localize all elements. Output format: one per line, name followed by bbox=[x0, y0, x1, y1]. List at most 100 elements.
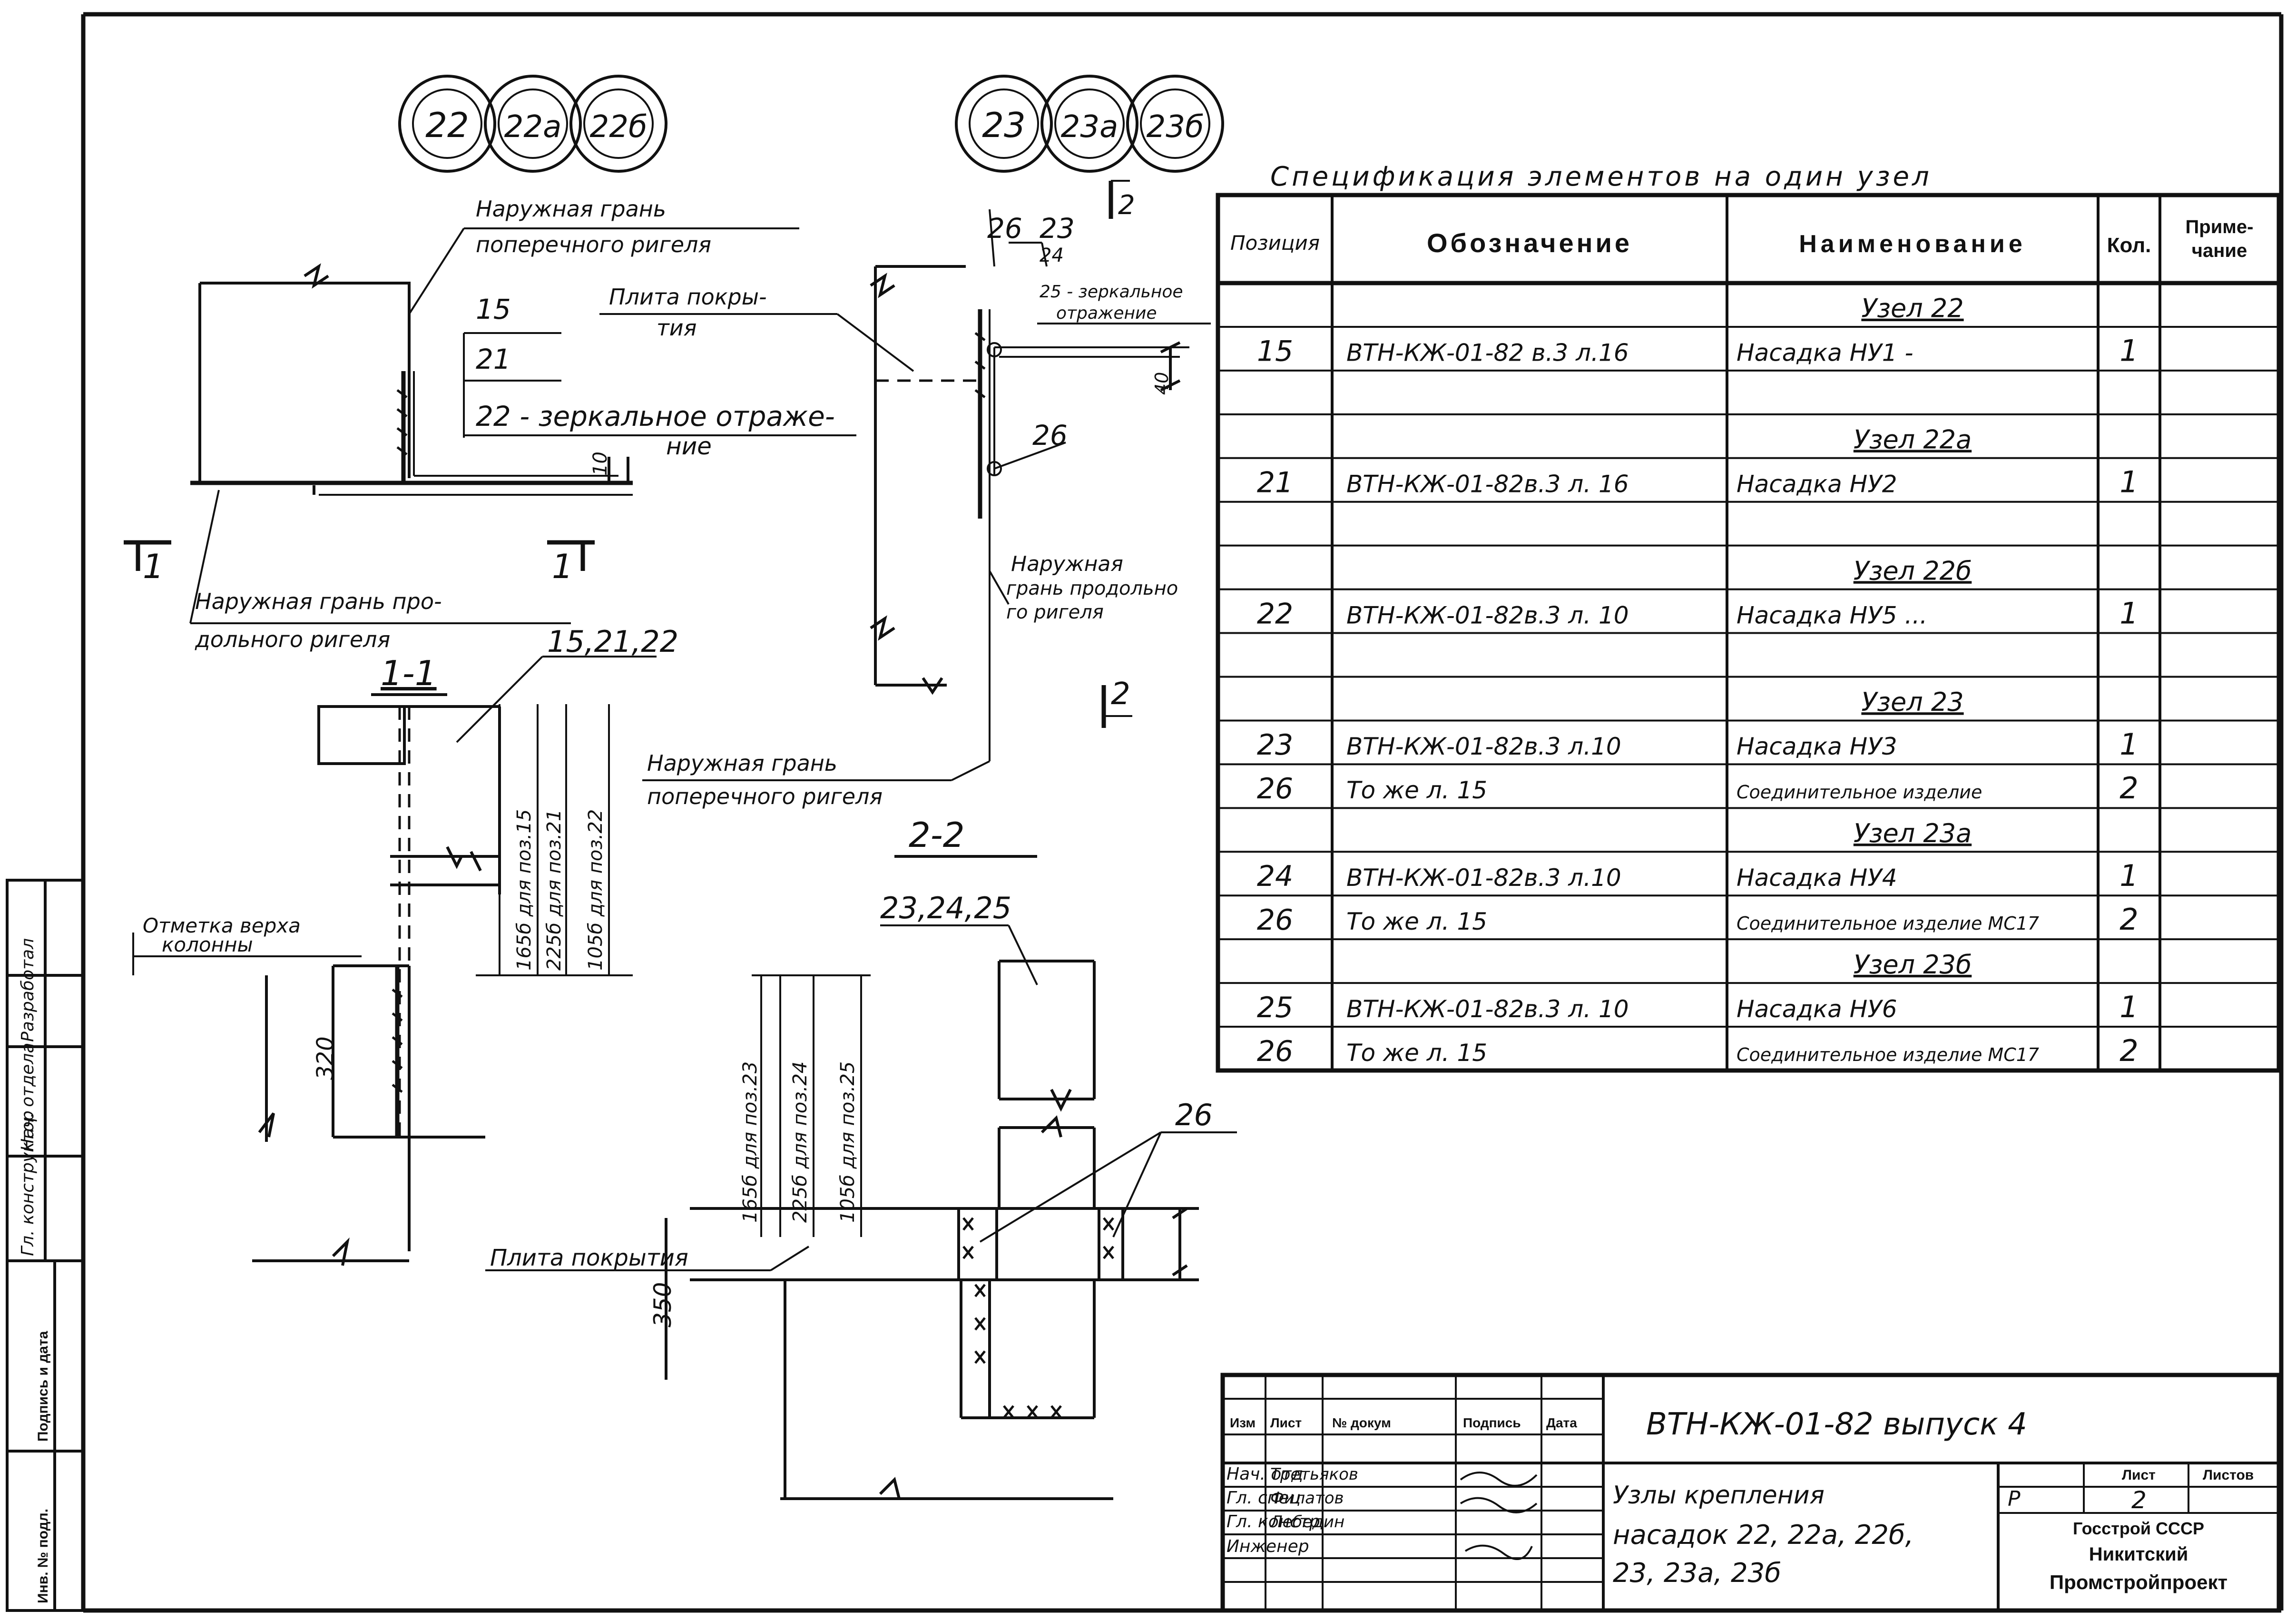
title-role: Гл. констр bbox=[1226, 1512, 1320, 1532]
callout-label: тия bbox=[657, 315, 697, 341]
dim-label: 105б для поз.22 bbox=[585, 809, 607, 971]
table-header: Позиция bbox=[1230, 231, 1320, 255]
dim-label: 105б для поз.25 bbox=[837, 1061, 859, 1223]
side-stamp: Гл. конструктор Нач. отдела Разработал П… bbox=[6, 879, 85, 1612]
table-node-heading: Узел 22б bbox=[1854, 556, 1972, 586]
section-title: 2-2 bbox=[909, 815, 965, 855]
table-header: Приме- bbox=[2186, 216, 2254, 237]
side-stamp-cell: Гл. конструктор bbox=[18, 1110, 38, 1256]
table-cell-qty: 1 bbox=[2119, 464, 2138, 499]
table-cell-position: 26 bbox=[1257, 1035, 1293, 1068]
callout-25: 25 - зеркальное bbox=[1040, 282, 1183, 302]
title-signer: Лебедин bbox=[1269, 1512, 1344, 1532]
section-mark: 1 bbox=[143, 547, 164, 586]
callout-label: Отметка верха bbox=[143, 914, 301, 937]
table-header: чание bbox=[2192, 240, 2247, 261]
section-1-1: 1-1 15,21,22 320 165б для поз.15 225б дл… bbox=[132, 624, 678, 1266]
sheet-label: Лист bbox=[2122, 1467, 2156, 1483]
title-signer: Филатов bbox=[1270, 1489, 1344, 1508]
table-cell-position: 23 bbox=[1257, 728, 1293, 762]
title-header-cell: Дата bbox=[1546, 1415, 1577, 1430]
table-node-heading: Узел 23а bbox=[1854, 818, 1972, 848]
callout-22: 22 - зеркальное отраже- bbox=[476, 400, 835, 432]
table-node-heading: Узел 23 bbox=[1861, 687, 1963, 717]
spec-table: Спецификация элементов на один узел Пози… bbox=[1216, 161, 2281, 1073]
section-title: 1-1 bbox=[381, 653, 437, 693]
table-cell-qty: 1 bbox=[2119, 990, 2138, 1024]
table-cell-designation: ВТН-КЖ-01-82в.3 л.10 bbox=[1346, 864, 1621, 892]
table-cell-position: 26 bbox=[1257, 903, 1293, 937]
callout-label: грань продольно bbox=[1006, 578, 1178, 599]
dim-label: 320 bbox=[312, 1036, 339, 1080]
title-role: Гл. спец bbox=[1226, 1488, 1301, 1508]
callout-label: Плита покры- bbox=[609, 284, 767, 310]
table-cell-qty: 1 bbox=[2119, 727, 2138, 762]
table-node-heading: Узел 23б bbox=[1854, 950, 1972, 980]
right-plan-detail: 40 26 23 24 25 - зеркальное отражение Пл… bbox=[599, 180, 1211, 809]
callout-22-cont: ние bbox=[666, 432, 712, 460]
table-header: Наименование bbox=[1799, 230, 2026, 258]
table-cell-qty: 2 bbox=[2119, 771, 2138, 805]
title-description: Узлы крепления bbox=[1613, 1481, 1825, 1510]
section-mark: 2 bbox=[1111, 677, 1130, 712]
callout-label: колонны bbox=[162, 933, 253, 956]
callout-26: 26 bbox=[1175, 1098, 1213, 1132]
section-callout: 23,24,25 bbox=[880, 891, 1011, 925]
org-line: Госстрой СССР bbox=[2073, 1519, 2204, 1538]
title-role: Инженер bbox=[1226, 1537, 1309, 1556]
section-callout: 15,21,22 bbox=[547, 624, 678, 659]
dim-label: 40 bbox=[1151, 372, 1172, 395]
table-cell-qty: 1 bbox=[2119, 334, 2138, 368]
dim-label: 350 bbox=[649, 1282, 677, 1327]
dim-label: 225б для поз.24 bbox=[789, 1061, 811, 1223]
table-cell-name: Насадка НУ2 bbox=[1737, 470, 1897, 498]
table-cell-position: 22 bbox=[1257, 597, 1293, 630]
dim-label: 225б для поз.21 bbox=[543, 809, 565, 971]
callout-label: Плита покрытия bbox=[490, 1245, 688, 1271]
node-badge: 22б bbox=[590, 109, 648, 145]
table-cell-name: Насадка НУ3 bbox=[1737, 733, 1897, 760]
title-role: Нач. отд bbox=[1226, 1464, 1303, 1484]
dim-label: 165б для поз.23 bbox=[739, 1061, 761, 1223]
callout-label: Наружная грань bbox=[647, 750, 837, 776]
table-cell-qty: 2 bbox=[2119, 1033, 2138, 1068]
table-cell-designation: ВТН-КЖ-01-82 в.3 л.16 bbox=[1346, 339, 1629, 367]
node-badge: 22 bbox=[425, 105, 469, 145]
table-cell-designation: ВТН-КЖ-01-82в.3 л. 10 bbox=[1346, 601, 1629, 629]
section-2-2: 2-2 23,24,25 350 bbox=[485, 815, 1237, 1500]
table-title: Спецификация элементов на один узел bbox=[1270, 161, 1932, 192]
callout-15: 15 bbox=[476, 293, 511, 325]
left-plan-detail: 10 Наружная грань поперечного ригеля 15 … bbox=[124, 196, 856, 652]
table-node-heading: Узел 22а bbox=[1854, 425, 1972, 455]
node-badge: 22а bbox=[504, 109, 562, 145]
callout-26-mid: 26 bbox=[1032, 419, 1068, 452]
table-cell-qty: 1 bbox=[2119, 858, 2138, 893]
table-cell-qty: 2 bbox=[2119, 902, 2138, 937]
title-header-cell: Изм bbox=[1230, 1415, 1256, 1430]
callout-label: Наружная грань bbox=[476, 196, 666, 222]
side-stamp-cell: Нач. отдела bbox=[18, 1043, 38, 1151]
doc-code: ВТН-КЖ-01-82 выпуск 4 bbox=[1646, 1407, 2027, 1442]
callout-label: Наружная bbox=[1011, 552, 1123, 576]
table-cell-name: Насадка НУ5 ... bbox=[1737, 601, 1927, 629]
section-mark: 2 bbox=[1118, 190, 1135, 221]
callout-24: 24 bbox=[1040, 245, 1064, 266]
table-cell-position: 15 bbox=[1257, 335, 1293, 368]
callout-label: поперечного ригеля bbox=[647, 784, 883, 809]
table-cell-position: 24 bbox=[1257, 860, 1293, 893]
table-cell-name: Насадка НУ1 - bbox=[1737, 339, 1913, 367]
table-cell-designation: То же л. 15 bbox=[1346, 776, 1487, 804]
dim-label: 10 bbox=[589, 452, 611, 476]
callout-label: дольного ригеля bbox=[195, 627, 390, 652]
node-badge: 23а bbox=[1061, 109, 1119, 145]
table-header: Кол. bbox=[2107, 234, 2151, 257]
table-node-heading: Узел 22 bbox=[1861, 294, 1963, 324]
callout-23: 23 bbox=[1040, 212, 1075, 245]
table-cell-designation: ВТН-КЖ-01-82в.3 л. 16 bbox=[1346, 470, 1629, 498]
title-signer: Третьяков bbox=[1270, 1465, 1358, 1484]
org-line: Никитский bbox=[2089, 1544, 2188, 1565]
title-header-cell: Лист bbox=[1270, 1415, 1302, 1430]
callout-label: поперечного ригеля bbox=[476, 232, 711, 257]
title-header-cell: Подпись bbox=[1463, 1415, 1521, 1430]
node-badge: 23 bbox=[982, 105, 1026, 145]
